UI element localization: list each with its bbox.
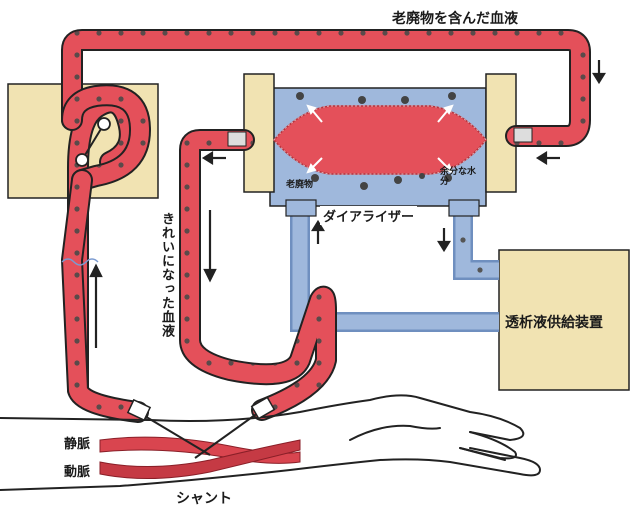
label-shunt: シャント — [176, 491, 232, 507]
label-dialyzer: ダイアライザー — [320, 206, 418, 225]
pump-rollers — [75, 117, 111, 167]
dialyzer-outlet-connector — [227, 131, 247, 147]
dialyzer-inlet-connector — [513, 127, 533, 143]
label-waste: 老廃物 — [286, 180, 314, 190]
label-supply-unit: 透析液供給装置 — [505, 315, 603, 331]
shunt-vessels — [99, 396, 301, 480]
flow-arrows — [89, 60, 606, 348]
dialysate-tubes — [290, 210, 499, 332]
label-clean-blood: きれいになった血液 — [159, 212, 174, 338]
dialysate-supply-box — [498, 249, 630, 391]
label-waste-blood: 老廃物を含んだ血液 — [392, 11, 518, 27]
dialyzer — [243, 73, 517, 217]
break-mark — [61, 258, 99, 266]
label-vein: 静脈 — [64, 437, 91, 452]
blood-tubes — [61, 29, 591, 423]
arm-outline — [0, 394, 541, 491]
label-excess-water: 余分な水分 — [440, 167, 477, 187]
label-artery: 動脈 — [64, 465, 91, 480]
